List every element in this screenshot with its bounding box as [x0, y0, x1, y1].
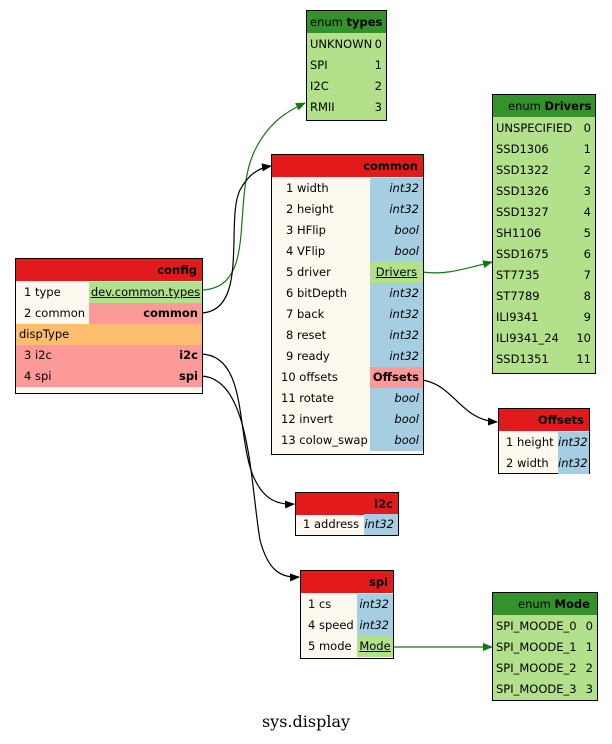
edge-common-driver-to-drivers — [421, 260, 493, 274]
edge-config-common-to-common — [199, 163, 272, 314]
message-spi-title: spi — [301, 571, 393, 593]
enum-mode-title: enum Mode — [493, 593, 597, 615]
oneof-row: dispType — [16, 324, 202, 345]
edge-config-spi-to-spi — [199, 375, 300, 582]
message-config-title: config — [16, 259, 202, 281]
message-offsets-title: Offsets — [499, 409, 589, 431]
edge-config-type-to-types — [199, 102, 306, 291]
types-type-link[interactable]: dev.common.types — [89, 282, 202, 303]
edge-config-i2c-to-i2c — [199, 353, 295, 509]
enum-types-title: enum types — [307, 11, 386, 33]
edge-common-offsets-to-offsets — [421, 379, 498, 426]
enum-drivers-title: enum Drivers — [493, 95, 595, 117]
drivers-type-link[interactable]: Drivers — [370, 262, 423, 283]
message-common-title: common — [272, 155, 423, 177]
diagram-caption: sys.display — [261, 712, 351, 731]
mode-type-link[interactable]: Mode — [357, 636, 393, 657]
message-i2c-title: i2c — [296, 493, 398, 515]
